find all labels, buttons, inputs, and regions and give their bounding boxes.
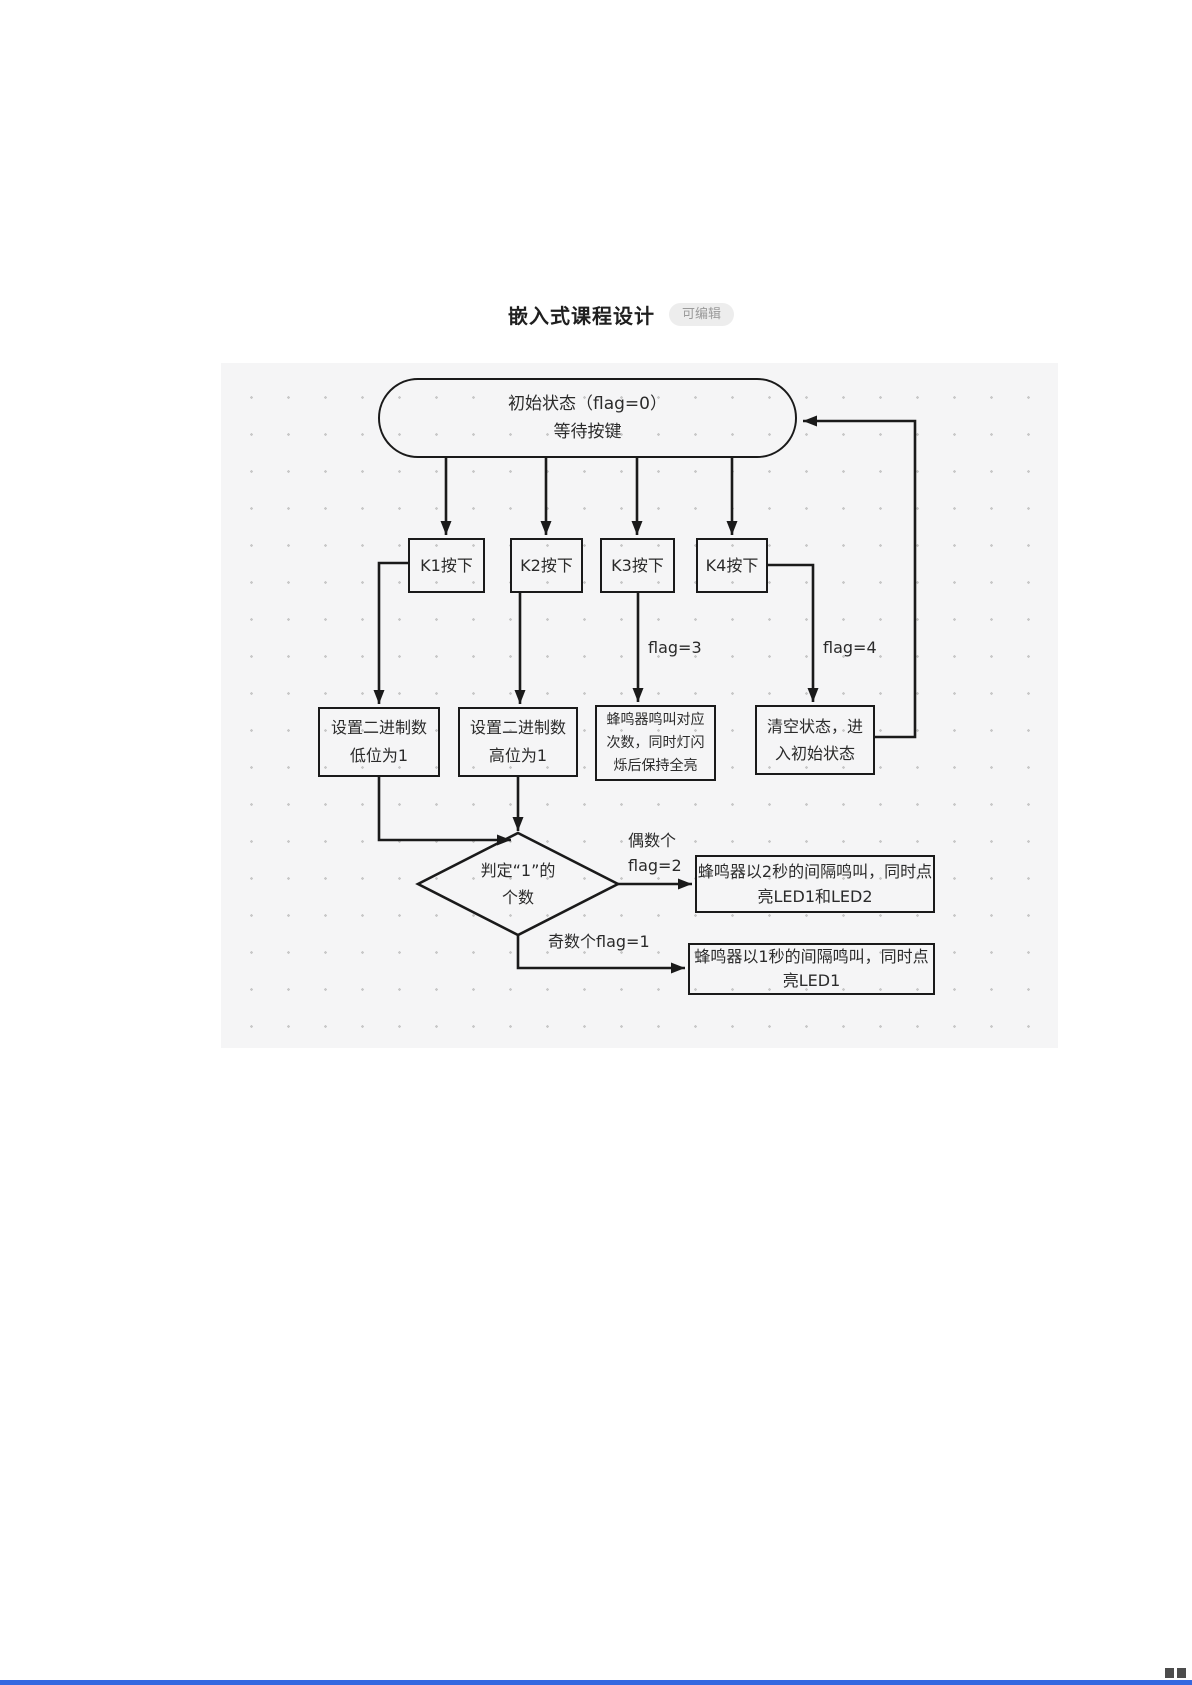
node-k3-pressed[interactable]: K3按下 [600, 538, 675, 593]
judge-diamond-shape [415, 831, 621, 937]
edge-setlow-judge [377, 777, 511, 846]
edge-label-flag4[interactable]: flag=4 [823, 638, 877, 657]
edge-clear-start-feedback [803, 415, 917, 739]
node-k4-pressed[interactable]: K4按下 [696, 538, 768, 593]
buzz-blink-line1: 蜂鸣器鸣叫对应 [606, 711, 705, 728]
node-set-high-bit[interactable]: 设置二进制数 高位为1 [458, 707, 578, 777]
clear-line2: 入初始状态 [774, 744, 855, 763]
flowchart-canvas[interactable]: 初始状态（flag=0） 等待按键 K1按下 K2按下 K3按下 K4按下 设置… [221, 363, 1058, 1048]
editable-badge[interactable]: 可编辑 [669, 303, 735, 326]
judge-line1: 判定“1”的 [480, 861, 556, 880]
even-result-line1: 蜂鸣器以2秒的间隔鸣叫，同时点 [697, 862, 933, 881]
set-high-line1: 设置二进制数 [469, 718, 566, 737]
page-header: 嵌入式课程设计 可编辑 [508, 300, 735, 329]
footer-mark-glyph [1177, 1668, 1186, 1678]
footer-marks [1165, 1668, 1186, 1678]
set-low-line1: 设置二进制数 [330, 718, 427, 737]
judge-line2: 个数 [501, 888, 534, 907]
node-clear-state[interactable]: 清空状态，进 入初始状态 [755, 705, 875, 775]
edge-label-even-line2: flag=2 [628, 856, 682, 875]
set-high-line2: 高位为1 [488, 746, 548, 765]
edge-label-flag3[interactable]: flag=3 [648, 638, 702, 657]
buzz-blink-line3: 烁后保持全亮 [613, 757, 698, 774]
node-start-state[interactable]: 初始状态（flag=0） 等待按键 [378, 378, 797, 458]
connectors-layer [373, 415, 917, 974]
start-line1: 初始状态（flag=0） [508, 394, 667, 414]
k3-label: K3按下 [611, 556, 664, 575]
clear-line1: 清空状态，进 [766, 717, 863, 736]
k4-label: K4按下 [705, 556, 759, 575]
page-title: 嵌入式课程设计 [508, 304, 655, 328]
node-judge-ones-count[interactable]: 判定“1”的 个数 [438, 851, 598, 917]
edge-label-even[interactable]: 偶数个 flag=2 [628, 828, 682, 878]
even-result-line2: 亮LED1和LED2 [757, 887, 873, 906]
edge-label-even-line1: 偶数个 [628, 831, 677, 850]
start-line2: 等待按键 [553, 422, 622, 442]
set-low-line2: 低位为1 [349, 746, 409, 765]
node-odd-result[interactable]: 蜂鸣器以1秒的间隔鸣叫，同时点 亮LED1 [688, 943, 935, 995]
k2-label: K2按下 [520, 556, 573, 575]
edge-judge-odd [516, 935, 685, 974]
buzz-blink-line2: 次数，同时灯闪 [606, 734, 705, 751]
node-buzzer-blink[interactable]: 蜂鸣器鸣叫对应 次数，同时灯闪 烁后保持全亮 [595, 705, 716, 781]
edge-label-odd[interactable]: 奇数个flag=1 [548, 932, 650, 951]
k1-label: K1按下 [420, 556, 473, 575]
edge-k4-clear [768, 563, 819, 702]
footer-mark-glyph [1165, 1668, 1174, 1678]
footer-progress-bar [0, 1680, 1192, 1685]
edge-k1-setlow [373, 561, 408, 704]
node-k2-pressed[interactable]: K2按下 [510, 538, 583, 593]
node-set-low-bit[interactable]: 设置二进制数 低位为1 [318, 707, 440, 777]
odd-result-line1: 蜂鸣器以1秒的间隔鸣叫，同时点 [694, 947, 929, 966]
odd-result-line2: 亮LED1 [782, 971, 841, 990]
node-k1-pressed[interactable]: K1按下 [408, 538, 485, 593]
node-even-result[interactable]: 蜂鸣器以2秒的间隔鸣叫，同时点 亮LED1和LED2 [695, 855, 935, 913]
